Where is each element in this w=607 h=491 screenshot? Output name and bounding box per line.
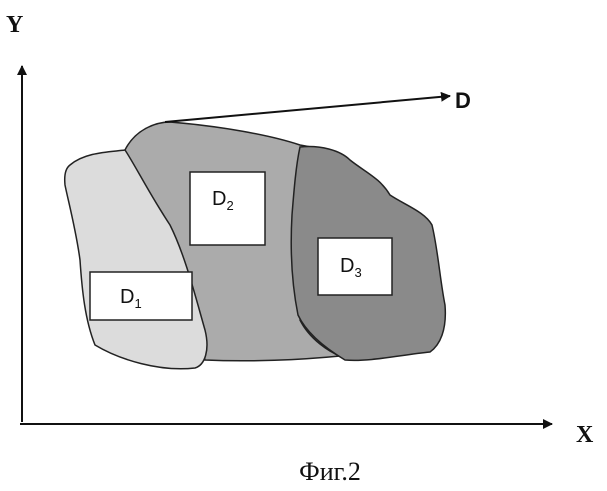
direction-arrow [165, 96, 450, 122]
figure-caption: Фиг.2 [299, 457, 361, 486]
x-axis-label: X [576, 422, 594, 448]
direction-label: D [455, 88, 471, 113]
y-axis-label: Y [6, 12, 23, 38]
